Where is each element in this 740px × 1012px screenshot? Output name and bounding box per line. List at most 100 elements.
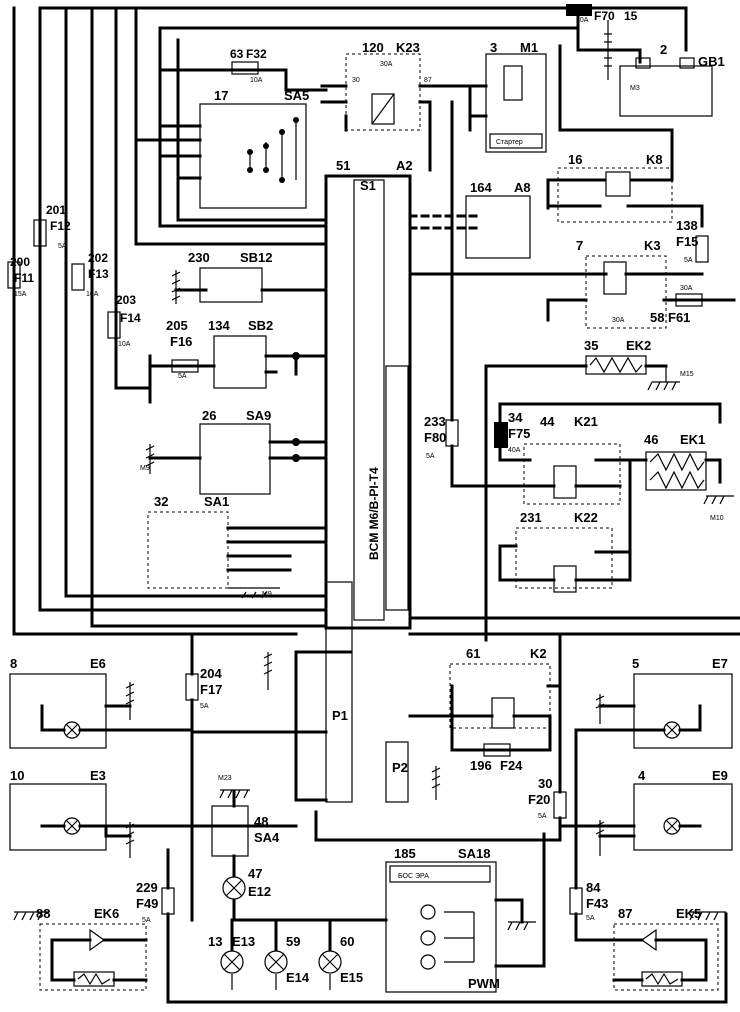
svg-text:13: 13 [208, 934, 222, 949]
svg-text:202: 202 [88, 251, 108, 265]
svg-text:7: 7 [576, 238, 583, 253]
f13-fuse [71, 263, 85, 291]
sa4-switch[interactable] [211, 805, 249, 857]
svg-text:30A: 30A [612, 317, 625, 324]
sb12-button[interactable] [199, 267, 263, 303]
svg-text:P1: P1 [332, 708, 348, 723]
ek6-heater-block [39, 923, 147, 991]
m1-starter [485, 53, 547, 153]
svg-text:E14: E14 [286, 970, 310, 985]
svg-text:230: 230 [188, 250, 210, 265]
svg-text:15A: 15A [14, 291, 27, 298]
k2-relay [449, 663, 551, 729]
svg-text:233: 233 [424, 414, 446, 429]
f70-fuse [566, 4, 592, 16]
k21-relay [523, 443, 621, 505]
svg-text:K8: K8 [646, 152, 663, 167]
svg-text:БОС ЭРА: БОС ЭРА [398, 873, 429, 880]
svg-text:34: 34 [508, 410, 523, 425]
svg-text:SA9: SA9 [246, 408, 271, 423]
svg-text:5A: 5A [58, 243, 67, 250]
svg-text:M23: M23 [218, 775, 232, 782]
svg-text:K22: K22 [574, 510, 598, 525]
svg-text:60: 60 [340, 934, 354, 949]
svg-text:48: 48 [254, 814, 268, 829]
svg-text:S1: S1 [360, 178, 376, 193]
svg-text:5A: 5A [200, 703, 209, 710]
sa1-switch[interactable] [147, 511, 229, 589]
svg-text:PWM: PWM [468, 976, 500, 991]
f12-fuse [33, 219, 47, 247]
svg-text:5A: 5A [142, 917, 151, 924]
svg-text:205: 205 [166, 318, 188, 333]
f16-fuse [171, 359, 199, 373]
svg-text:4: 4 [638, 768, 646, 783]
f11-fuse [7, 261, 21, 289]
e3-lamp-block [9, 783, 107, 851]
svg-text:P2: P2 [392, 760, 408, 775]
svg-text:E9: E9 [712, 768, 728, 783]
f15-fuse [695, 235, 709, 263]
svg-text:M9: M9 [262, 591, 272, 598]
f43-fuse [569, 887, 583, 915]
svg-text:M3: M3 [630, 85, 640, 92]
svg-text:GB1: GB1 [698, 54, 725, 69]
svg-text:40A: 40A [508, 447, 521, 454]
svg-text:E15: E15 [340, 970, 363, 985]
svg-text:SA18: SA18 [458, 846, 491, 861]
ek1-heater [645, 451, 707, 491]
e9-lamp-block [633, 783, 733, 851]
a8-module [465, 195, 531, 259]
svg-text:26: 26 [202, 408, 216, 423]
f32-fuse [231, 61, 259, 75]
sa9-switch[interactable] [199, 423, 271, 495]
f17-fuse [185, 673, 199, 701]
sb2-button[interactable] [213, 335, 267, 389]
svg-text:10A: 10A [118, 341, 131, 348]
svg-text:32: 32 [154, 494, 168, 509]
svg-text:5A: 5A [426, 453, 435, 460]
svg-text:2: 2 [660, 42, 667, 57]
svg-text:F20: F20 [528, 792, 550, 807]
svg-text:5A: 5A [586, 915, 595, 922]
svg-text:61: 61 [466, 646, 480, 661]
f80-fuse [445, 419, 459, 447]
svg-text:63: 63 [230, 47, 244, 61]
svg-text:F16: F16 [170, 334, 192, 349]
svg-text:185: 185 [394, 846, 416, 861]
svg-text:134: 134 [208, 318, 230, 333]
svg-text:58: 58 [650, 310, 664, 325]
svg-text:3: 3 [490, 40, 497, 55]
e6-lamp-block [9, 673, 107, 749]
sa18-bos-era [385, 861, 497, 993]
svg-text:30A: 30A [680, 285, 693, 292]
svg-text:204: 204 [200, 666, 222, 681]
svg-text:200: 200 [10, 255, 30, 269]
svg-text:30: 30 [352, 77, 360, 84]
f61-fuse [675, 293, 703, 307]
svg-text:SA5: SA5 [284, 88, 309, 103]
svg-text:F80: F80 [424, 430, 446, 445]
svg-text:59: 59 [286, 934, 300, 949]
svg-text:10: 10 [10, 768, 24, 783]
svg-text:EK5: EK5 [676, 906, 701, 921]
f20-fuse [553, 791, 567, 819]
f70-label: F70 [594, 9, 615, 23]
f70-number: 15 [624, 9, 638, 23]
svg-text:EK6: EK6 [94, 906, 119, 921]
svg-text:F13: F13 [88, 267, 109, 281]
e7-lamp-block [633, 673, 733, 749]
svg-text:M15: M15 [680, 371, 694, 378]
f24-fuse [483, 743, 511, 757]
svg-text:17: 17 [214, 88, 228, 103]
svg-text:EK1: EK1 [680, 432, 705, 447]
svg-text:SA4: SA4 [254, 830, 280, 845]
sa5-switch [199, 103, 307, 209]
svg-text:E3: E3 [90, 768, 106, 783]
svg-text:30: 30 [538, 776, 552, 791]
svg-text:F61: F61 [668, 310, 690, 325]
svg-text:30A: 30A [380, 61, 393, 68]
gb1-battery [619, 65, 713, 117]
svg-text:F14: F14 [120, 311, 141, 325]
